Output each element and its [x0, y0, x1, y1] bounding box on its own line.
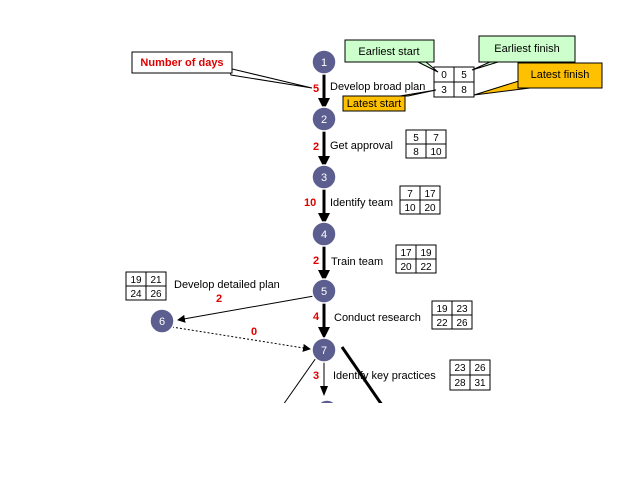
edge-7-8-arrow — [320, 386, 328, 396]
time-grid-develop-broad-plan: 0 5 3 8 — [433, 66, 475, 98]
earliest-finish-value: 26 — [474, 363, 486, 374]
edge-1-2-arrow — [318, 98, 330, 110]
time-grid-identify-key-practices: 23 26 28 31 — [449, 359, 491, 391]
duration-identify-key-practices: 3 — [313, 370, 319, 382]
node-2: 2 — [311, 106, 337, 132]
latest-start-value: 28 — [454, 378, 466, 389]
time-grid-get-approval: 5 7 8 10 — [405, 129, 447, 159]
node-6: 6 — [149, 308, 175, 334]
earliest-start-value: 19 — [436, 304, 448, 315]
activity-label-identify-team: Identify team — [330, 197, 393, 209]
earliest-finish-value: 17 — [424, 189, 436, 200]
latest-finish-value: 26 — [150, 289, 162, 300]
activity-label-develop-detailed-plan: Develop detailed plan — [174, 279, 280, 291]
edge-3-4-arrow — [318, 213, 330, 225]
activity-label-conduct-research: Conduct research — [334, 312, 421, 324]
node-7: 7 — [311, 337, 337, 363]
time-grid-identify-team: 7 17 10 20 — [399, 185, 441, 215]
edge-7-right-diagonal — [340, 346, 384, 406]
time-grid-conduct-research: 19 23 22 26 — [431, 300, 473, 330]
node-5: 5 — [311, 278, 337, 304]
latest-finish-value: 8 — [461, 85, 467, 96]
node-4-label: 4 — [321, 229, 327, 241]
callout-latest-finish: Latest finish — [473, 62, 603, 96]
duration-train-team: 2 — [313, 255, 319, 267]
callout-earliest-finish: Earliest finish — [471, 35, 576, 71]
latest-finish-value: 31 — [474, 378, 486, 389]
latest-start-value: 24 — [130, 289, 142, 300]
edge-2-3-arrow — [318, 156, 330, 168]
earliest-start-value: 23 — [454, 363, 466, 374]
earliest-start-value: 19 — [130, 275, 142, 286]
node-1: 1 — [311, 49, 337, 75]
earliest-start-value: 5 — [413, 133, 419, 144]
node-4: 4 — [311, 221, 337, 247]
time-grid-train-team: 17 19 20 22 — [395, 244, 437, 274]
duration-get-approval: 2 — [313, 141, 319, 153]
earliest-finish-value: 19 — [420, 248, 432, 259]
activity-label-train-team: Train team — [331, 256, 383, 268]
latest-start-value: 10 — [404, 203, 416, 214]
earliest-start-value: 0 — [441, 70, 447, 81]
duration-develop-detailed-plan: 2 — [216, 293, 222, 305]
node-2-label: 2 — [321, 114, 327, 126]
node-1-label: 1 — [321, 57, 327, 69]
callout-earliest-start: Earliest start — [344, 39, 439, 73]
duration-dummy: 0 — [251, 326, 257, 338]
earliest-finish-value: 5 — [461, 70, 467, 81]
duration-identify-team: 10 — [304, 197, 316, 209]
earliest-finish-value: 21 — [150, 275, 162, 286]
earliest-start-value: 7 — [407, 189, 413, 200]
node-7-label: 7 — [321, 345, 327, 357]
activity-label-get-approval: Get approval — [330, 140, 393, 152]
latest-start-value: 8 — [413, 147, 419, 158]
callout-number-of-days-text: Number of days — [140, 57, 223, 69]
latest-finish-value: 26 — [456, 318, 468, 329]
latest-finish-value: 22 — [420, 262, 432, 273]
earliest-finish-value: 23 — [456, 304, 468, 315]
duration-develop-broad-plan: 5 — [313, 83, 319, 95]
callout-latest-start: Latest start — [342, 89, 437, 112]
earliest-finish-value: 7 — [433, 133, 439, 144]
edge-7-left-diagonal — [282, 357, 317, 406]
callout-number-of-days: Number of days — [131, 51, 313, 89]
activity-label-develop-broad-plan: Develop broad plan — [330, 81, 425, 93]
bottom-clip — [0, 403, 638, 479]
callout-latest-start-text: Latest start — [347, 98, 401, 110]
time-grid-develop-detailed-plan: 19 21 24 26 — [125, 271, 167, 301]
activity-label-identify-key-practices: Identify key practices — [333, 370, 436, 382]
node-5-label: 5 — [321, 286, 327, 298]
edge-6-7-dummy — [171, 326, 311, 352]
edge-5-6 — [177, 295, 315, 323]
node-6-label: 6 — [159, 316, 165, 328]
callout-earliest-start-text: Earliest start — [358, 46, 419, 58]
callout-latest-finish-text: Latest finish — [531, 69, 590, 81]
latest-start-value: 3 — [441, 85, 447, 96]
latest-finish-value: 10 — [430, 147, 442, 158]
duration-conduct-research: 4 — [313, 311, 320, 323]
node-3: 3 — [311, 164, 337, 190]
edge-5-7-arrow — [318, 327, 330, 339]
latest-start-value: 20 — [400, 262, 412, 273]
latest-finish-value: 20 — [424, 203, 436, 214]
earliest-start-value: 17 — [400, 248, 412, 259]
edge-4-5-arrow — [318, 270, 330, 282]
callout-earliest-finish-text: Earliest finish — [494, 43, 559, 55]
latest-start-value: 22 — [436, 318, 448, 329]
node-3-label: 3 — [321, 172, 327, 184]
